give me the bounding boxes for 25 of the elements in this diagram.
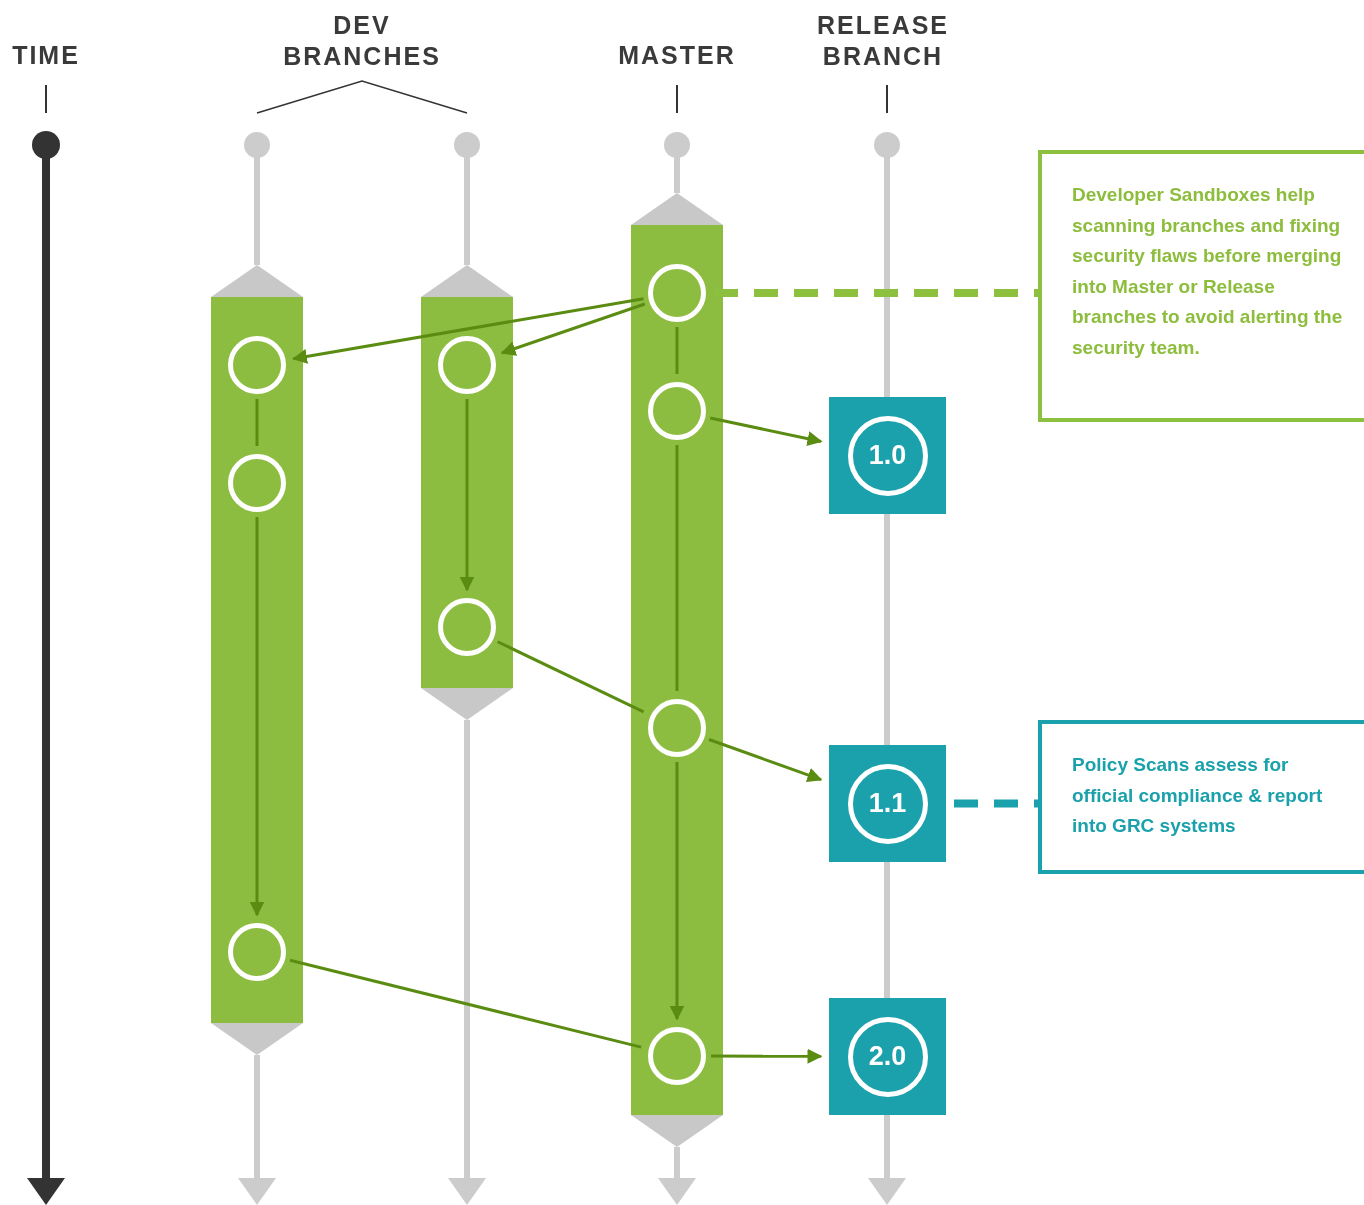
- arrow: [709, 416, 823, 446]
- release-box: [829, 745, 946, 862]
- column-header: RELEASE BRANCH: [815, 10, 951, 72]
- version-ring: 1.0: [847, 415, 928, 496]
- column-header: MASTER: [617, 40, 737, 71]
- callout-text: Policy Scans assess for official compliance & report into GRC systems: [1072, 753, 1324, 838]
- callout-box: [1038, 720, 1364, 874]
- callout-box: [1038, 150, 1364, 422]
- branch-band: [211, 297, 303, 1023]
- callout-text: Developer Sandboxes help scanning branches and fixing security flaws before merging into Master or Release branches to avoid alerting the security team.: [1072, 183, 1344, 360]
- arrow: [249, 517, 265, 917]
- arrow: [292, 297, 644, 364]
- arrow: [500, 302, 646, 356]
- arrow: [459, 399, 475, 592]
- branch-band: [631, 225, 723, 1115]
- column-header: DEV BRANCHES: [282, 10, 442, 72]
- release-box: [829, 397, 946, 514]
- column-header: TIME: [11, 40, 81, 71]
- release-box: [829, 998, 946, 1115]
- branch-band: [421, 297, 513, 688]
- arrow: [711, 1048, 823, 1064]
- version-ring: 1.1: [847, 763, 928, 844]
- arrow: [669, 762, 685, 1021]
- version-ring: 2.0: [847, 1016, 928, 1097]
- arrow: [708, 738, 823, 783]
